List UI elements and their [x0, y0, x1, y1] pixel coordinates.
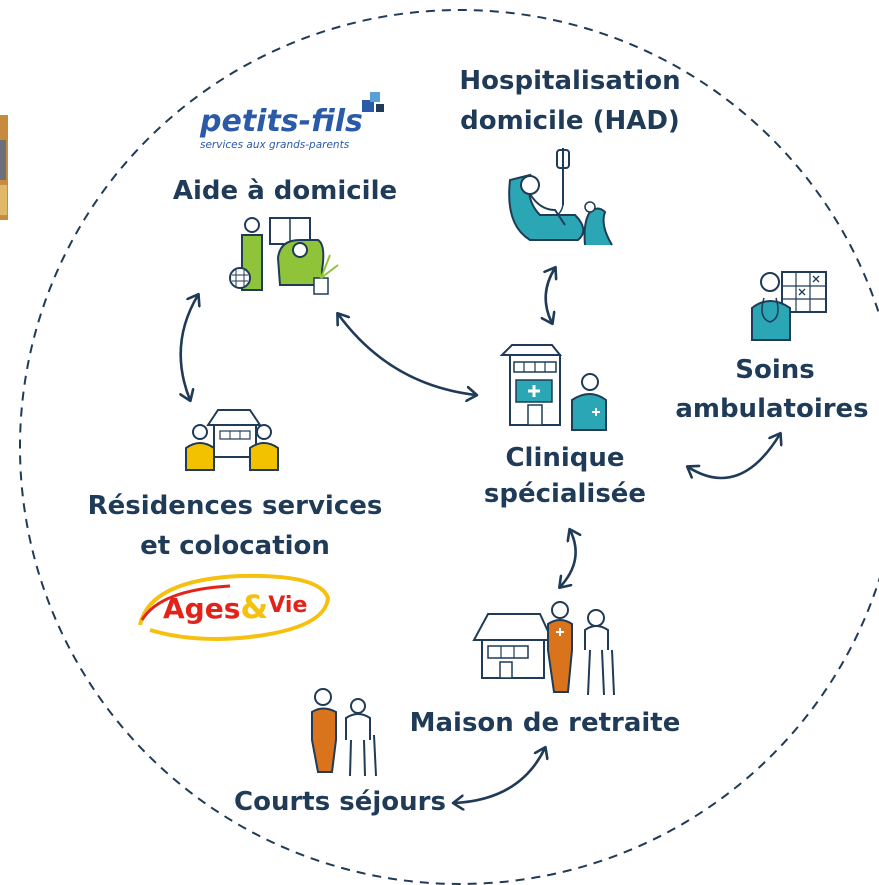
arrow-clinique-maison: [560, 530, 576, 587]
node-aide: Aide à domicile: [172, 176, 398, 206]
node-courts: Courts séjours: [234, 787, 446, 817]
ages-vie-logo-amp: &: [240, 588, 269, 626]
arrow-soins-clinique: [688, 434, 780, 480]
node-residences-line2: et colocation: [140, 531, 330, 561]
aide-domicile-icon: [229, 217, 339, 295]
dashed-circle-boundary: [19, 9, 879, 885]
clinique-building-icon: [499, 344, 607, 431]
node-residences-line1: Résidences services: [87, 491, 383, 521]
node-had-line2: domicile (HAD): [460, 106, 680, 136]
connectors: [181, 268, 780, 803]
ages-vie-logo-part2: Vie: [268, 593, 308, 618]
arrow-aide-clinique: [338, 314, 476, 395]
ages-vie-logo: Ages&Vie: [163, 588, 333, 631]
node-maison: Maison de retraite: [409, 708, 681, 738]
node-clinique-line1: Clinique: [505, 443, 625, 473]
arrow-courts-maison: [454, 748, 545, 803]
ages-vie-logo-swoosh: [138, 573, 331, 641]
node-had-line1: Hospitalisation: [459, 66, 681, 96]
soins-doctor-icon: [751, 271, 827, 341]
arrow-aide-residences: [181, 295, 198, 400]
residences-house-icon: [185, 409, 279, 471]
ages-vie-logo-part1: Ages: [163, 592, 241, 625]
node-soins-line2: ambulatoires: [675, 394, 869, 424]
petits-fils-logo-mark: [362, 92, 384, 112]
photo-fragment: [0, 115, 8, 220]
arrow-had-clinique: [546, 268, 555, 323]
courts-sejours-icon: [311, 688, 377, 777]
petits-fils-logo-tagline: services aux grands-parents: [200, 139, 350, 151]
petits-fils-logo-name: petits-fils: [200, 104, 363, 139]
petits-fils-logo: petits-fils services aux grands-parents: [200, 106, 370, 152]
maison-retraite-icon: [472, 601, 615, 696]
node-soins-line1: Soins: [735, 355, 815, 385]
node-clinique-line2: spécialisée: [483, 479, 647, 509]
had-patient-icon: [508, 148, 613, 246]
